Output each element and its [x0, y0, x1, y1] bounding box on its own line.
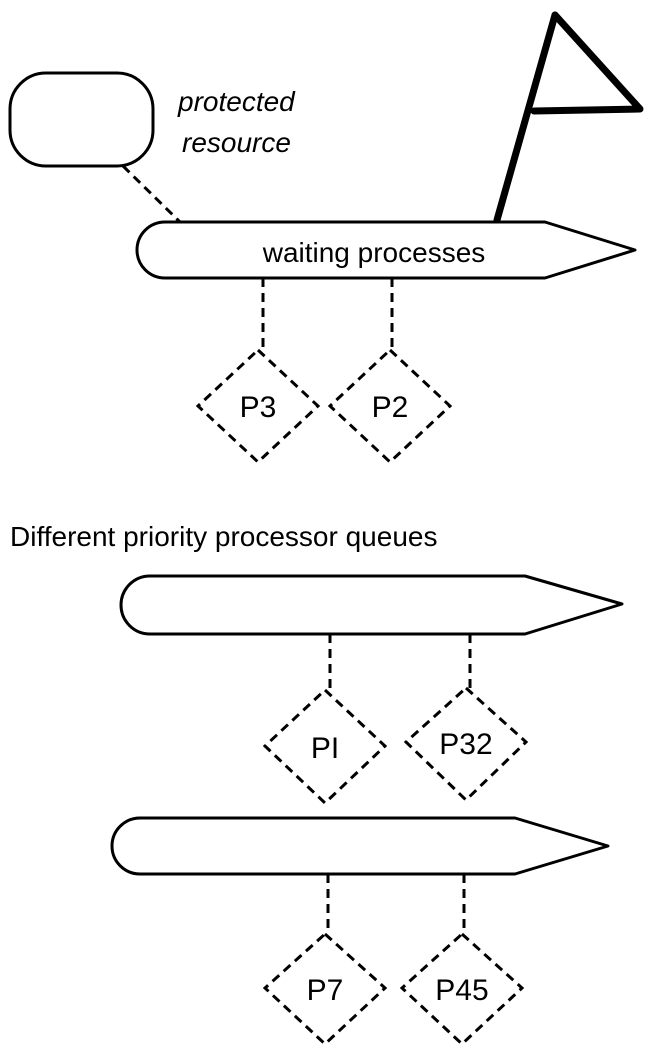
process-node: P32: [403, 685, 529, 803]
priority-queue-2: P7 P45: [110, 816, 610, 1047]
queue-label: waiting processes: [262, 237, 486, 268]
process-label: P32: [439, 728, 492, 761]
flag-icon: [493, 11, 644, 224]
process-label: P3: [240, 391, 277, 424]
process-label: P7: [307, 974, 344, 1007]
process-label: PI: [311, 732, 339, 765]
process-label: P45: [435, 974, 488, 1007]
resource-link-dashed: [121, 164, 182, 224]
process-label: P2: [372, 391, 409, 424]
process-node: P3: [195, 347, 321, 465]
process-node: P45: [399, 931, 525, 1047]
process-node: P7: [262, 931, 388, 1047]
process-node: PI: [262, 687, 388, 806]
section-title: Different priority processor queues: [10, 521, 437, 552]
queue-waiting-processes: waiting processes P3 P2: [135, 220, 637, 465]
protected-resource-label-line1: protected: [177, 86, 296, 117]
priority-queue-1: PI P32: [119, 574, 624, 806]
process-node: P2: [327, 347, 453, 465]
protected-resource-label-line2: resource: [182, 127, 291, 158]
protected-resource-box: [8, 71, 155, 168]
